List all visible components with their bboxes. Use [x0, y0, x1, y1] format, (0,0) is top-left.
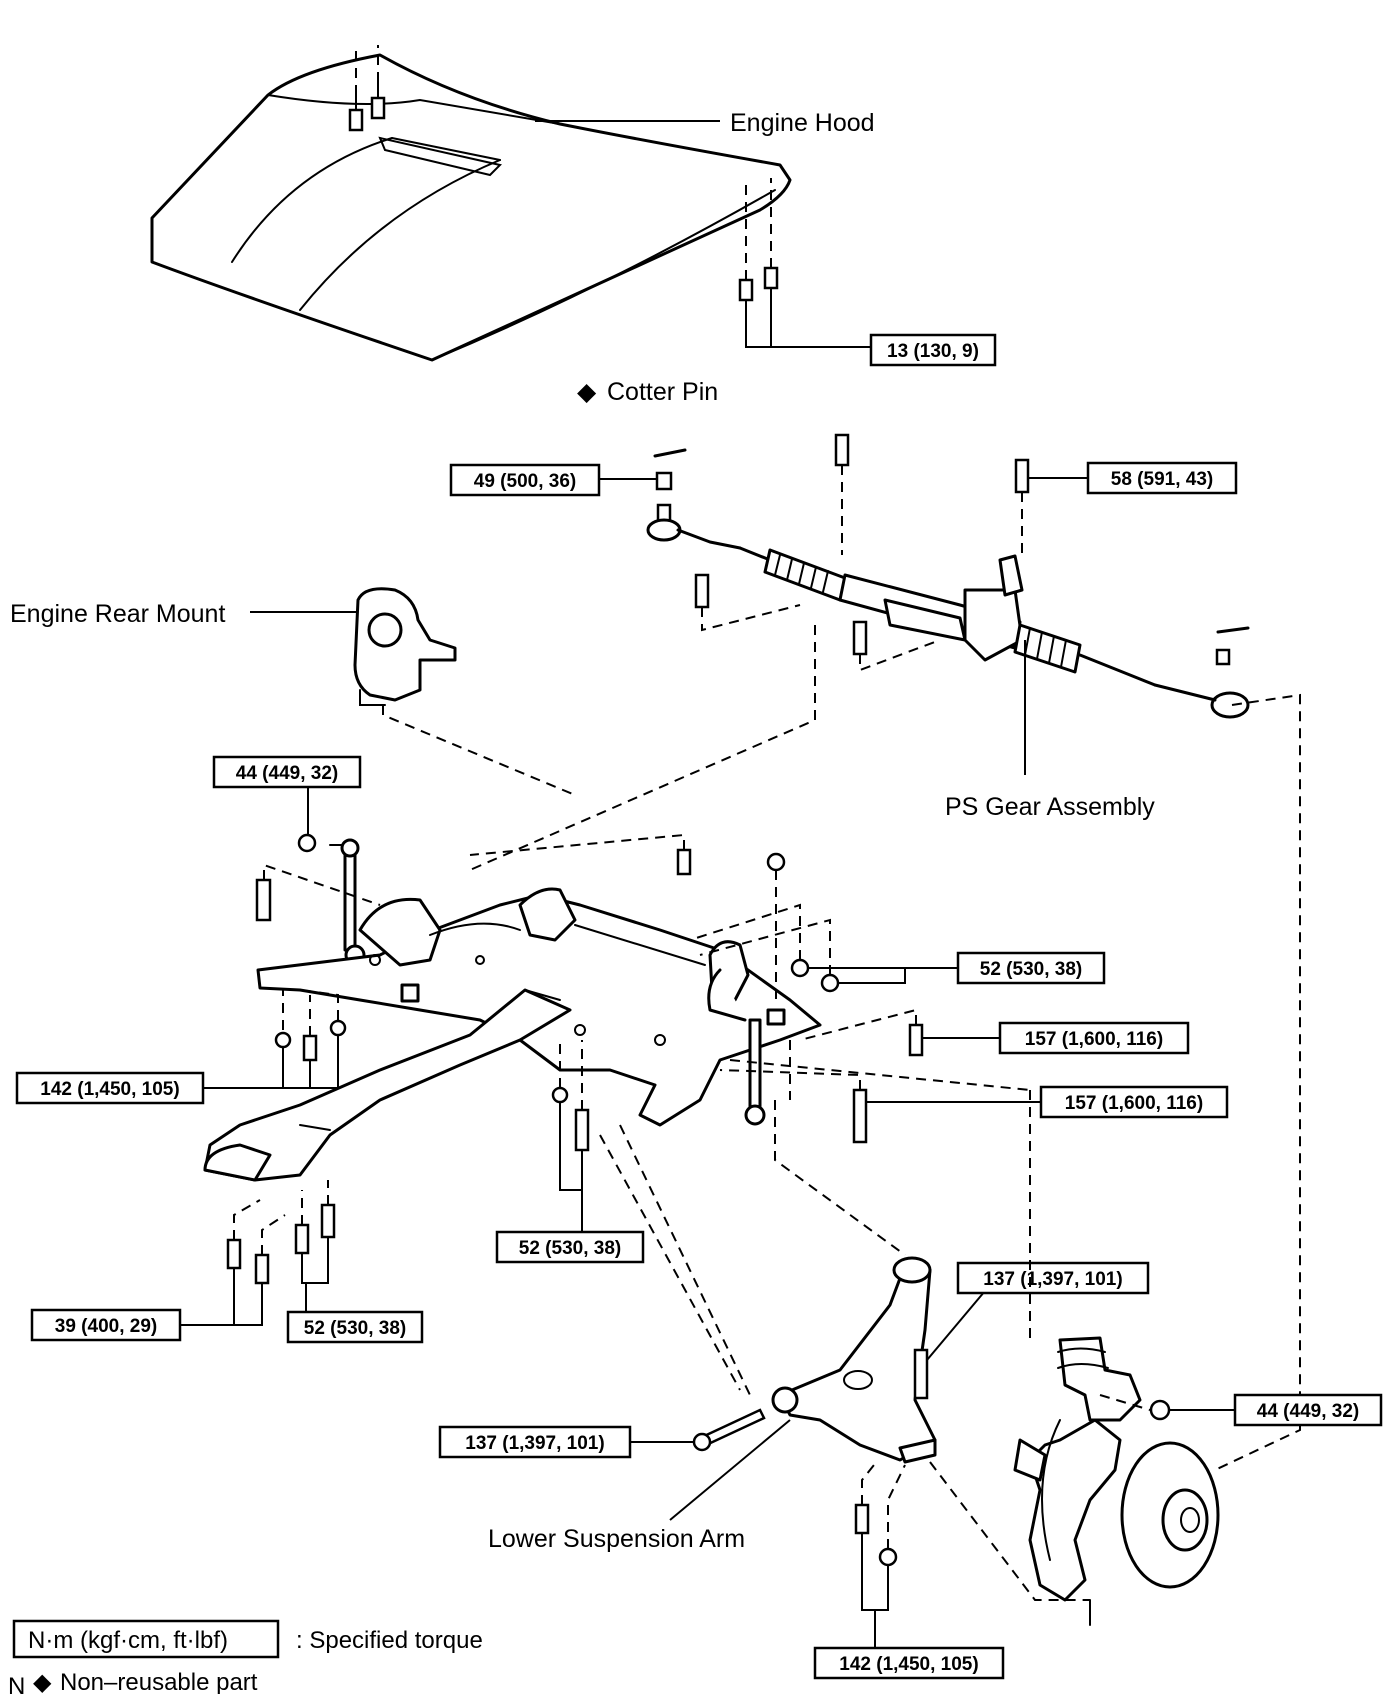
torque-crossmember-front: 142 (1,450, 105) — [40, 1079, 179, 1100]
lower-suspension-arm — [771, 1256, 937, 1464]
cotter-pin-symbol: ◆ — [577, 378, 597, 406]
torque-box-hood: 13 (130, 9) — [869, 333, 997, 367]
corner-mark: N — [8, 1673, 25, 1694]
torque-box-gear-bolt: 58 (591, 43) — [1086, 461, 1238, 495]
torque-crossmember-bolt-a: 157 (1,600, 116) — [1025, 1029, 1163, 1050]
hood-bolts — [348, 45, 779, 319]
gear-bolts — [694, 433, 1030, 672]
lower-suspension-arm-label: Lower Suspension Arm — [488, 1525, 745, 1553]
steering-knuckle — [1013, 1336, 1220, 1626]
torque-box-crossmember-lower: 52 (530, 38) — [286, 1310, 424, 1344]
torque-box-crossmember-bolt-a: 157 (1,600, 116) — [998, 1021, 1190, 1055]
torque-gear-bolt: 58 (591, 43) — [1111, 469, 1213, 490]
torque-box-front-lower-bolt: 39 (400, 29) — [30, 1308, 182, 1342]
engine-rear-mount-label: Engine Rear Mount — [10, 600, 225, 628]
torque-box-tie-rod-nut: 49 (500, 36) — [449, 463, 601, 497]
torque-box-stabilizer-link: 44 (449, 32) — [212, 755, 362, 789]
legend: N·m (kgf·cm, ft·lbf) : Specified torque … — [8, 1619, 483, 1694]
engine-hood-label: Engine Hood — [730, 109, 875, 137]
torque-stabilizer-link: 44 (449, 32) — [236, 763, 338, 784]
torque-front-lower-bolt: 39 (400, 29) — [55, 1316, 157, 1337]
stabilizer-link-right — [707, 968, 766, 1126]
ps-gear-assembly-label: PS Gear Assembly — [945, 793, 1155, 821]
torque-crossmember-nut-a: 52 (530, 38) — [980, 959, 1082, 980]
engine-hood — [150, 53, 792, 362]
torque-box-crossmember-front: 142 (1,450, 105) — [15, 1071, 205, 1105]
ps-gear-assembly — [738, 546, 1250, 719]
torque-crossmember-bolt-b: 157 (1,600, 116) — [1065, 1093, 1203, 1114]
torque-box-crossmember-nut-a: 52 (530, 38) — [956, 951, 1106, 985]
torque-arm-bolt-front: 137 (1,397, 101) — [465, 1433, 604, 1454]
torque-arm-bolt-rear: 137 (1,397, 101) — [983, 1269, 1122, 1290]
torque-crossmember-lower: 52 (530, 38) — [304, 1318, 406, 1339]
engine-rear-mount — [353, 587, 457, 706]
tie-rod-end-left — [646, 503, 742, 550]
front-crossmember-beam — [203, 988, 572, 1182]
torque-crossmember-center: 52 (530, 38) — [519, 1238, 621, 1259]
torque-box-crossmember-center: 52 (530, 38) — [495, 1230, 645, 1264]
legend-torque-desc: : Specified torque — [296, 1627, 483, 1654]
torque-hood-hinge: 13 (130, 9) — [887, 341, 979, 362]
cotter-pin-label: Cotter Pin — [607, 378, 718, 406]
legend-torque-unit: N·m (kgf·cm, ft·lbf) — [28, 1627, 228, 1654]
torque-box-arm-ball-joint: 142 (1,450, 105) — [813, 1646, 1005, 1680]
legend-non-reusable: Non–reusable part — [60, 1669, 258, 1694]
torque-box-knuckle-nut: 44 (449, 32) — [1233, 1393, 1383, 1427]
torque-box-arm-bolt-rear: 137 (1,397, 101) — [956, 1261, 1150, 1295]
arm-front-bolt — [692, 1408, 766, 1452]
torque-box-arm-bolt-front: 137 (1,397, 101) — [438, 1425, 632, 1459]
stabilizer-link-left — [340, 838, 366, 966]
torque-knuckle-nut: 44 (449, 32) — [1257, 1401, 1359, 1422]
torque-box-crossmember-bolt-b: 157 (1,600, 116) — [1039, 1085, 1229, 1119]
legend-non-reusable-symbol: ◆ — [33, 1669, 52, 1694]
torque-tie-rod-nut: 49 (500, 36) — [474, 471, 576, 492]
torque-arm-ball-joint: 142 (1,450, 105) — [839, 1654, 978, 1675]
